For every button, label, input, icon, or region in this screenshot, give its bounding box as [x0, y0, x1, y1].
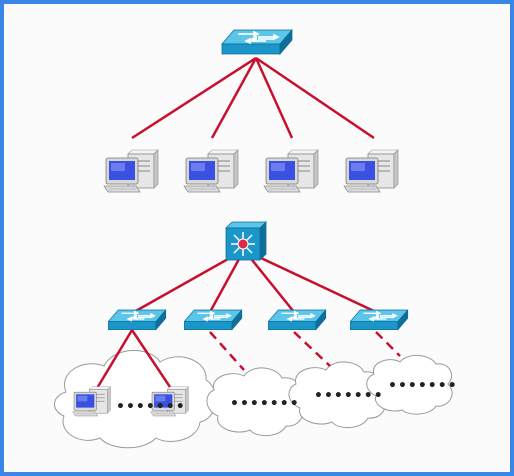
switch-icon: [221, 29, 293, 55]
top-link-2: [210, 57, 258, 139]
cloud-3-ellipsis: •••••••: [314, 388, 384, 404]
core-link-4: [243, 248, 377, 314]
top-link-1: [131, 56, 257, 140]
bottom-section: ••••••• ••••••• ••••••• •••••••: [54, 221, 458, 449]
desktop-pc-icon: [103, 149, 159, 193]
switch-icon: [267, 309, 327, 331]
cloud-icon: [366, 355, 453, 415]
access-link-2-dashed: [209, 331, 245, 371]
access-link-4-dashed: [375, 331, 401, 357]
cloud-icon: [288, 361, 386, 428]
desktop-pc-icon: [343, 149, 399, 193]
switch-icon: [107, 309, 167, 331]
desktop-pc-icon: [263, 149, 319, 193]
multilayer-switch-icon: [225, 221, 267, 261]
cloud-icon: [206, 367, 304, 436]
cloud-1-ellipsis: •••••••: [116, 399, 186, 415]
access-link-3-dashed: [293, 331, 331, 367]
top-section: [103, 29, 399, 193]
access-link-1a: [94, 329, 134, 391]
cloud-4-ellipsis: •••••••: [388, 378, 458, 394]
top-link-3: [254, 57, 294, 139]
top-link-4: [255, 56, 375, 140]
desktop-pc-icon: [183, 149, 239, 193]
access-link-1b: [130, 329, 174, 391]
cloud-2-ellipsis: •••••••: [230, 396, 300, 412]
switch-icon: [349, 309, 409, 331]
switch-icon: [183, 309, 243, 331]
